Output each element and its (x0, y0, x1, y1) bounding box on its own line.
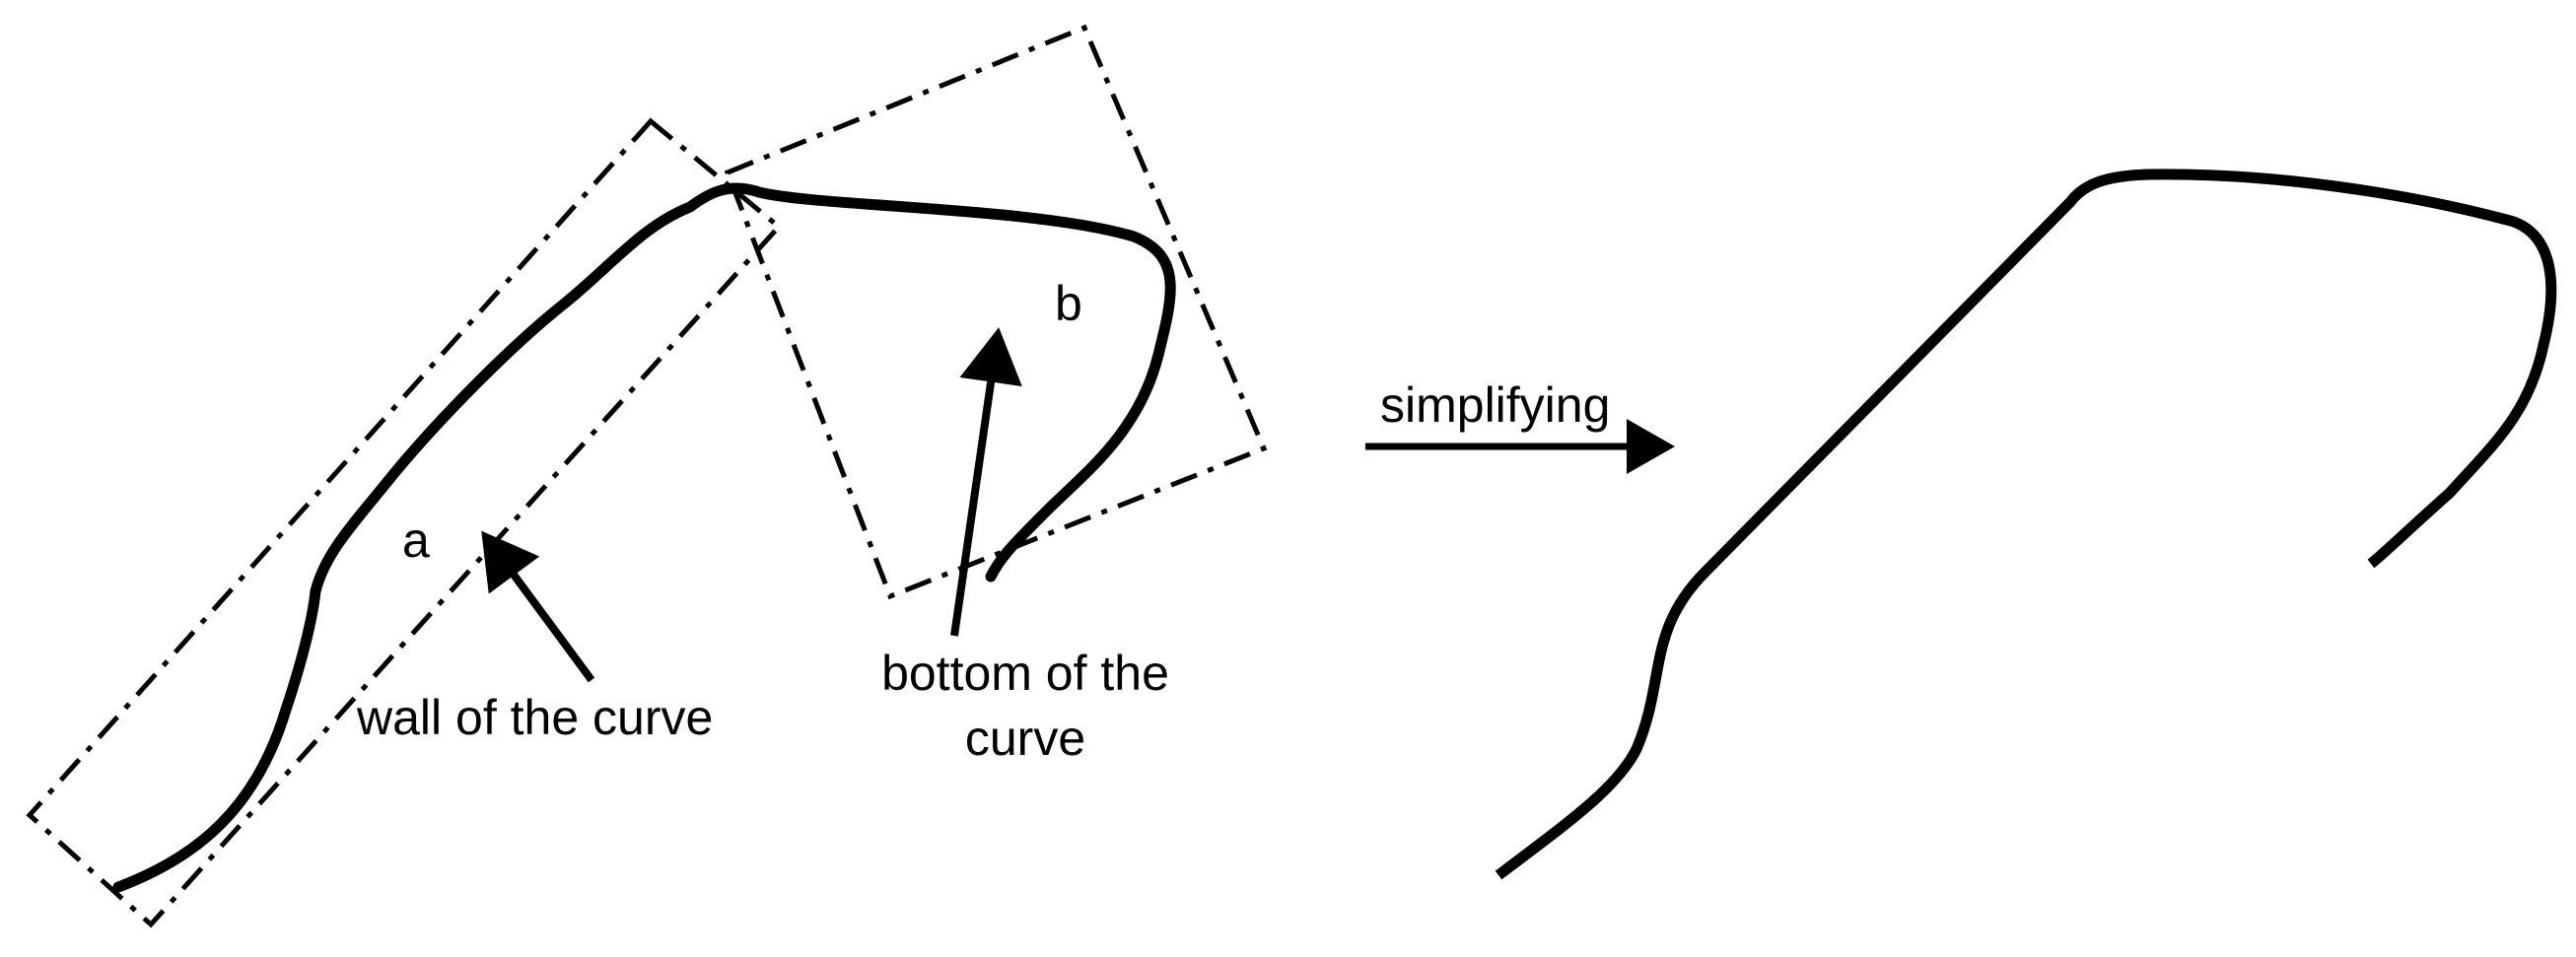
bottom-of-curve-label-line2: curve (965, 711, 1085, 766)
simplified-curve (1495, 169, 2557, 880)
simplifying-label: simplifying (1380, 377, 1610, 433)
bottom-region-box (724, 24, 1268, 600)
wall-pointer-arrow (481, 530, 595, 683)
original-curve (112, 182, 1176, 893)
region-b-label: b (1055, 276, 1082, 331)
wall-of-curve-label: wall of the curve (356, 690, 713, 745)
region-a-label: a (402, 513, 430, 568)
bottom-pointer-arrow (950, 327, 1022, 637)
bottom-of-curve-label-line1: bottom of the (881, 646, 1169, 701)
wall-region-box (26, 117, 783, 928)
